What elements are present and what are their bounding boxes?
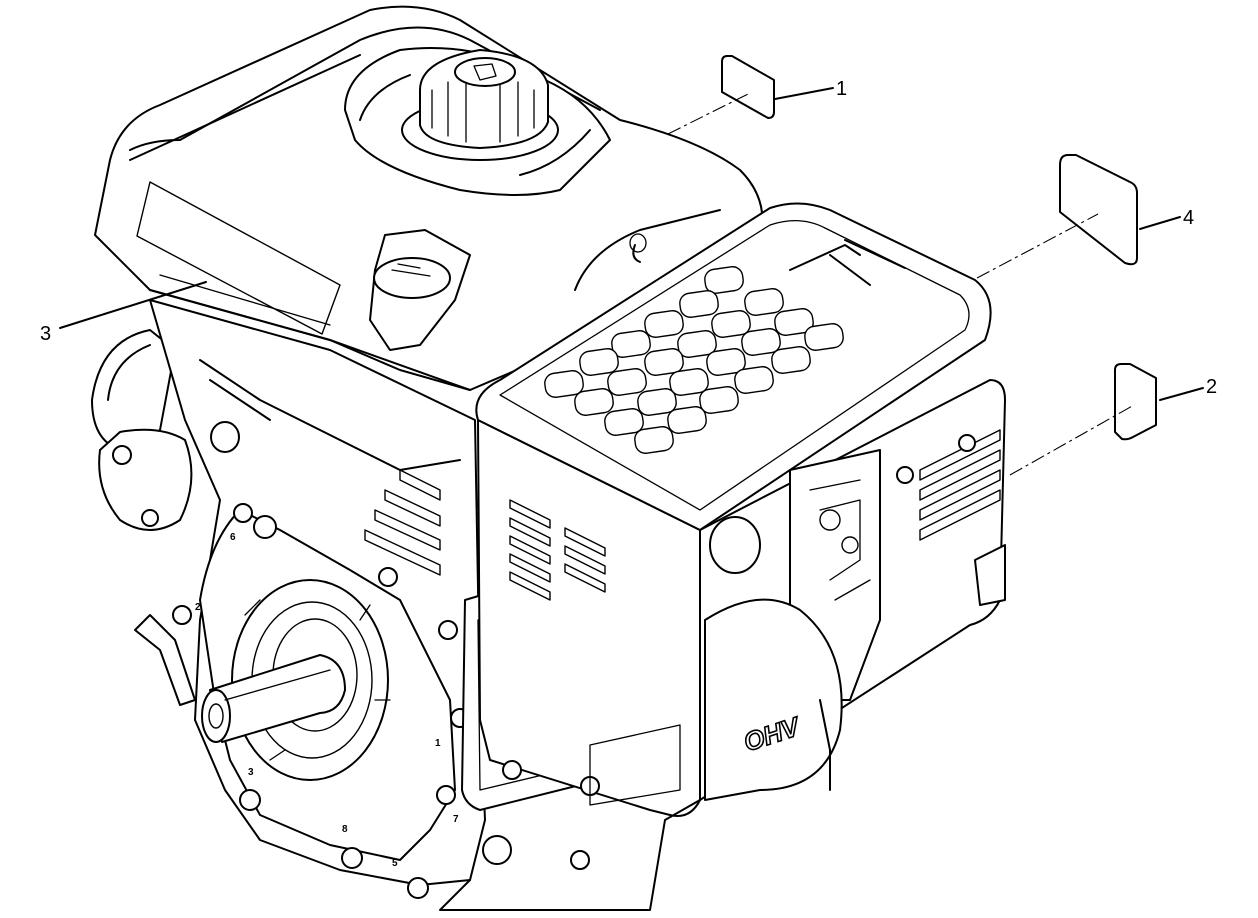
bolt-mark-8: 8	[342, 824, 348, 835]
pto-shaft	[201, 654, 346, 743]
callout-3: 3	[40, 323, 51, 345]
callout-4: 4	[1183, 207, 1194, 229]
callout-1: 1	[836, 78, 847, 100]
decal-4: 4	[976, 154, 1194, 279]
crankcase	[134, 299, 486, 899]
bolt-mark-6: 6	[230, 532, 236, 543]
oil-fill-cap	[369, 229, 471, 351]
bolt-mark-3: 3	[248, 767, 254, 778]
front-vents	[919, 429, 1001, 541]
bolt-mark-5: 5	[392, 858, 398, 869]
fuel-cap	[401, 49, 559, 161]
bolt-marks: 6 2 1 3 7 8 5	[195, 532, 459, 869]
callout-2: 2	[1206, 376, 1217, 398]
block-cooling-slots	[364, 469, 441, 576]
bolt-mark-1: 1	[435, 738, 441, 749]
air-cleaner-vents	[544, 266, 844, 454]
engine-assembly: 6 2 1 3 7 8 5	[91, 5, 1006, 911]
decal-3: 3	[40, 281, 207, 345]
starter-housing	[91, 329, 193, 531]
decal-2: 2	[1009, 363, 1217, 476]
decal-1: 1	[667, 55, 847, 135]
bolt-mark-7: 7	[453, 814, 459, 825]
blower-cover: OHV	[704, 516, 843, 801]
decal-callouts: 1 4 2 3	[40, 55, 1217, 476]
mounting-bolts	[172, 503, 470, 899]
brand-emblem	[789, 239, 906, 286]
air-cleaner: OHV	[439, 202, 1006, 911]
label-area-tank	[136, 181, 341, 335]
fuel-tank	[94, 5, 764, 391]
bolt-mark-2: 2	[195, 602, 201, 613]
side-vents	[509, 499, 606, 601]
